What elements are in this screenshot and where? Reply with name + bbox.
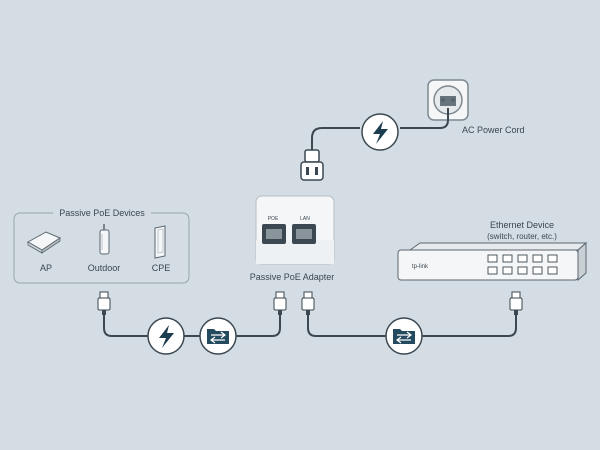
cpe-icon [154, 225, 166, 259]
lan-data-badge [385, 317, 423, 355]
data-exchange-icon [393, 329, 415, 344]
ac-power-cord-label: AC Power Cord [462, 125, 525, 135]
switch-ports [487, 254, 558, 275]
ethernet-device-examples-label: (switch, router, etc.) [487, 232, 557, 241]
passive-poe-adapter: POE LAN [255, 195, 335, 265]
access-point-icon [26, 231, 62, 254]
outdoor-label: Outdoor [88, 263, 121, 273]
poe-port-label: POE [268, 216, 279, 222]
lightning-bolt-icon [373, 121, 388, 144]
ethernet-device-label: Ethernet Device [490, 220, 554, 230]
lightning-bolt-icon [159, 325, 174, 348]
wall-outlet-icon [427, 79, 469, 121]
ethernet-switch: tp-link [397, 241, 588, 282]
data-exchange-icon [207, 329, 229, 344]
passive-poe-adapter-label: Passive PoE Adapter [250, 272, 335, 282]
power-connector-icon [300, 149, 324, 181]
lan-port [292, 224, 316, 244]
poe-cable [103, 314, 281, 337]
rj45-connector-icon [97, 291, 111, 315]
rj45-connector-icon [301, 291, 315, 315]
outdoor-ap-icon [99, 224, 110, 255]
cpe-label: CPE [152, 263, 171, 273]
lan-port-label: LAN [300, 216, 310, 222]
brand-label: tp-link [412, 264, 429, 270]
ap-label: AP [40, 263, 52, 273]
rj45-connector-icon [509, 291, 523, 315]
ac-power-badge [361, 113, 399, 151]
poe-port [262, 224, 286, 244]
passive-poe-devices-label: Passive PoE Devices [59, 208, 145, 218]
ac-power-cable [311, 108, 449, 152]
poe-data-badge [199, 317, 237, 355]
passive-poe-devices-group: Passive PoE Devices AP Outdoor CPE [13, 207, 190, 284]
rj45-connector-icon [273, 291, 287, 315]
poe-power-badge [147, 317, 185, 355]
